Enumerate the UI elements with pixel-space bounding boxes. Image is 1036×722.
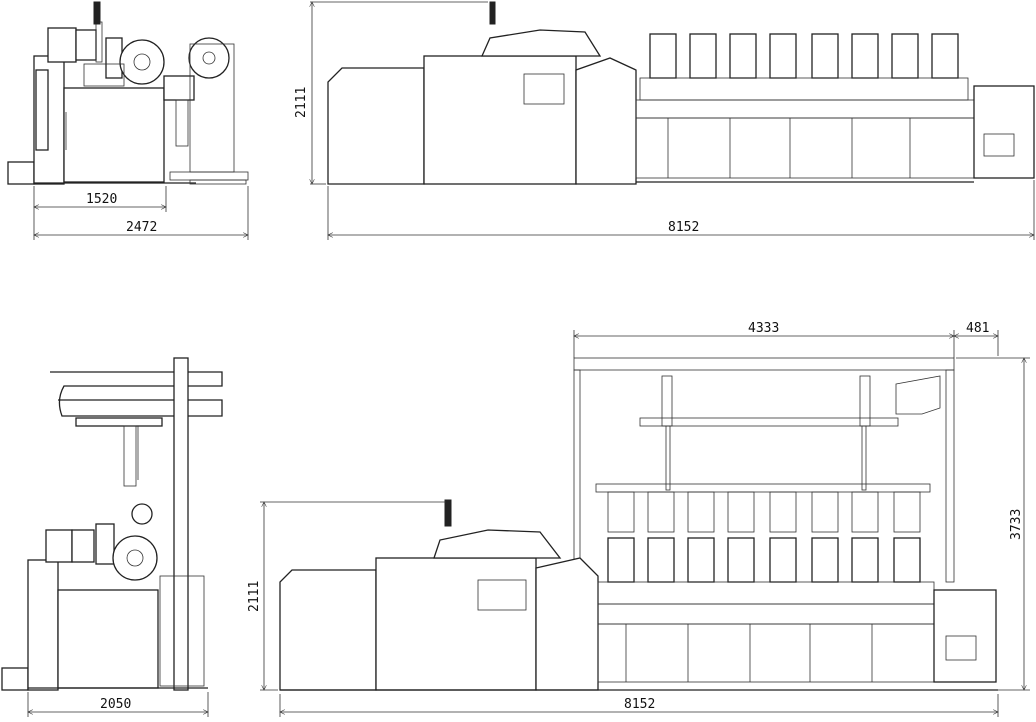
dim-top-front-length: 8152	[668, 220, 699, 235]
lower-heads-row	[607, 537, 921, 583]
dim-bottom-side-height: 2111	[247, 581, 262, 612]
dim-gantry-height: 3733	[1009, 509, 1024, 540]
top-front-view	[327, 1, 1035, 185]
dim-gantry-width: 4333	[748, 321, 779, 336]
bottom-front-view	[279, 357, 998, 691]
dim-top-side-height: 2111	[294, 87, 309, 118]
bottom-side-view	[1, 357, 223, 691]
dim-top-side-inner-width: 1520	[86, 192, 117, 207]
dim-bottom-front-length: 8152	[624, 697, 655, 712]
dim-gantry-offset: 481	[966, 321, 989, 336]
dim-bottom-side-width: 2050	[100, 697, 131, 712]
dim-top-side-outer-width: 2472	[126, 220, 157, 235]
top-front-heads	[649, 33, 959, 79]
top-side-view	[7, 1, 249, 185]
upper-heads-row	[607, 491, 921, 533]
